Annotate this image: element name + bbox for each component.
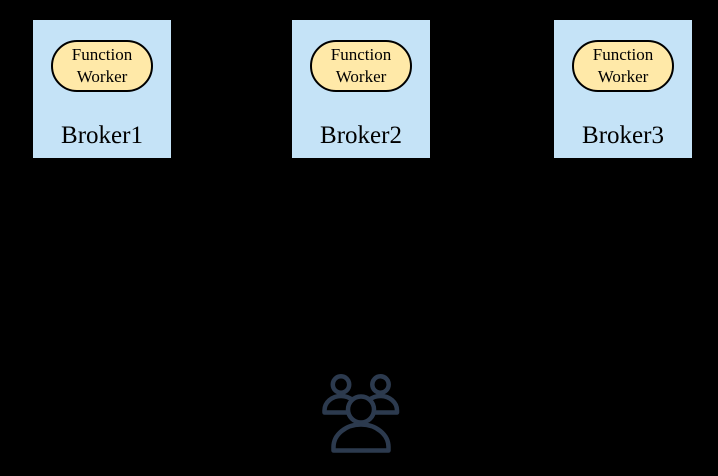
broker1-box: Function Worker Broker1 (33, 20, 171, 158)
function-worker-label: Function Worker (71, 45, 133, 86)
function-worker-label: Function Worker (330, 45, 392, 86)
broker2-function-worker-pill: Function Worker (310, 40, 412, 92)
broker2-box: Function Worker Broker2 (292, 20, 430, 158)
broker3-function-worker-pill: Function Worker (572, 40, 674, 92)
broker2-label: Broker2 (320, 122, 402, 149)
broker3-box: Function Worker Broker3 (554, 20, 692, 158)
broker3-label: Broker3 (582, 122, 664, 149)
broker1-label: Broker1 (61, 122, 143, 149)
users-group-icon (322, 374, 400, 453)
user-head-back-right (370, 374, 391, 395)
user-body-front (331, 422, 391, 453)
function-worker-label: Function Worker (592, 45, 654, 86)
broker1-function-worker-pill: Function Worker (51, 40, 153, 92)
user-head-back-left (330, 374, 352, 395)
user-head-front (345, 394, 377, 425)
